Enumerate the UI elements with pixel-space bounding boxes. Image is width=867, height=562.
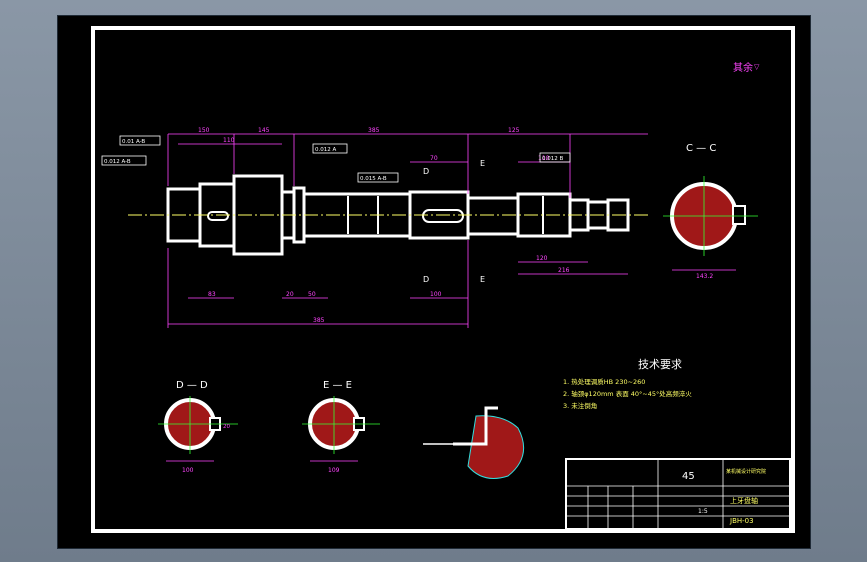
detail-view (423, 406, 525, 479)
svg-text:110: 110 (538, 155, 550, 162)
svg-text:E: E (480, 275, 485, 284)
svg-text:2. 轴颈φ120mm 表面 40°~45°处高频淬火: 2. 轴颈φ120mm 表面 40°~45°处高频淬火 (563, 389, 692, 398)
svg-text:E: E (480, 159, 485, 168)
dimension-texts: 150 145 385 125 110 70 110 83 20 50 100 … (198, 127, 570, 324)
tech-title: 技术要求 (638, 358, 682, 371)
section-ee (302, 396, 380, 462)
svg-text:0.012 A-B: 0.012 A-B (104, 159, 131, 165)
section-dd-label: D — D (176, 380, 208, 391)
title-drawing-no: JBH-03 (729, 517, 754, 525)
drawing-canvas[interactable]: 其余 ▽ (58, 16, 810, 548)
svg-text:0.012 A: 0.012 A (315, 147, 336, 153)
title-block: 45 某机械设计研究院 上牙盘轴 JBH-03 1:5 (565, 458, 791, 530)
title-material: 45 (682, 471, 695, 482)
svg-text:110: 110 (223, 137, 235, 144)
tolerance-frames: 0.01 A-B 0.012 A-B 0.012 A 0.012 B 0.015… (101, 135, 571, 183)
svg-text:150: 150 (198, 127, 210, 134)
svg-text:125: 125 (508, 127, 520, 134)
svg-text:0.012 B: 0.012 B (542, 156, 563, 162)
section-cc-dimension: 143.2 (696, 273, 713, 280)
tech-items: 1. 热处理调质HB 230~260 2. 轴颈φ120mm 表面 40°~45… (563, 377, 692, 410)
title-company: 某机械设计研究院 (726, 468, 766, 475)
svg-text:216: 216 (558, 267, 570, 274)
svg-text:0.015 A-B: 0.015 A-B (360, 176, 387, 182)
svg-text:50: 50 (308, 291, 316, 298)
svg-text:D: D (423, 167, 429, 176)
svg-text:385: 385 (313, 317, 325, 324)
svg-text:70: 70 (430, 155, 438, 162)
cad-viewport[interactable]: 其余 ▽ (57, 15, 811, 549)
svg-text:120: 120 (536, 255, 548, 262)
title-scale: 1:5 (698, 508, 708, 515)
section-dd-dimension: 100 (182, 467, 194, 474)
svg-text:3. 未注倒角: 3. 未注倒角 (563, 401, 597, 410)
section-ee-label: E — E (323, 380, 352, 391)
svg-text:145: 145 (258, 127, 270, 134)
section-dd (158, 396, 238, 462)
section-markers: D D E E (423, 159, 485, 284)
svg-text:20: 20 (286, 291, 294, 298)
section-ee-dimension: 109 (328, 467, 340, 474)
section-dd-side-dimension: 20 (223, 424, 230, 430)
section-cc-label: C — C (686, 143, 716, 154)
svg-text:0.01 A-B: 0.01 A-B (122, 139, 145, 145)
title-part-name: 上牙盘轴 (730, 496, 758, 505)
svg-text:100: 100 (430, 291, 442, 298)
roughness-note: 其余 (733, 61, 753, 74)
svg-text:83: 83 (208, 291, 216, 298)
svg-text:D: D (423, 275, 429, 284)
svg-text:1. 热处理调质HB 230~260: 1. 热处理调质HB 230~260 (563, 377, 645, 386)
svg-text:385: 385 (368, 127, 380, 134)
drawing-border (91, 26, 795, 533)
roughness-symbol-icon: ▽ (754, 63, 760, 71)
section-cc (663, 176, 758, 271)
